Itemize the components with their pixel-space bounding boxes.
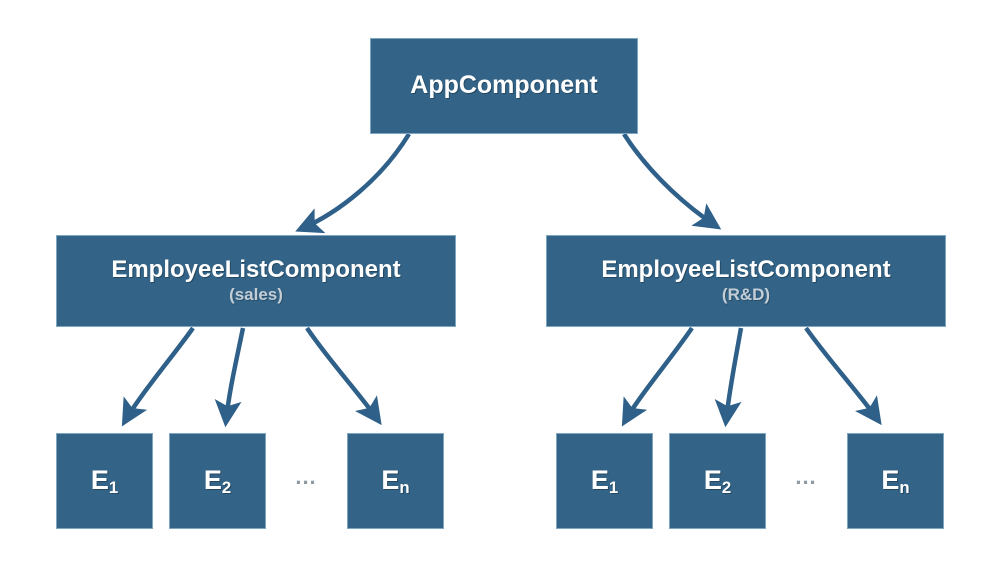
employee-base: E <box>203 465 222 496</box>
node-app-component-label: AppComponent <box>410 71 598 100</box>
edge-app-to-list-sales <box>295 132 411 234</box>
edge-list-rnd-to-leaf-n <box>804 326 882 426</box>
node-employee-list-rnd-subtitle: (R&D) <box>721 285 771 305</box>
node-employee-sales-n-label: En <box>381 465 410 497</box>
employee-base: E <box>590 465 609 496</box>
edge-list-rnd-to-leaf-2 <box>714 327 744 428</box>
node-employee-rnd-n[interactable]: En <box>847 433 944 529</box>
edge-list-rnd-to-leaf-1 <box>621 326 694 427</box>
node-employee-sales-1-label: E1 <box>90 465 119 497</box>
node-employee-list-rnd-label: EmployeeListComponent <box>601 255 891 283</box>
edge-list-sales-to-leaf-1 <box>121 326 195 427</box>
ellipsis-sales: ... <box>295 464 317 489</box>
employee-base: E <box>90 465 109 496</box>
node-employee-rnd-1-label: E1 <box>590 465 619 497</box>
node-employee-list-rnd[interactable]: EmployeeListComponent (R&D) <box>546 235 946 327</box>
node-employee-rnd-2-label: E2 <box>703 465 732 497</box>
employee-index: n <box>899 477 910 497</box>
node-employee-list-sales-subtitle: (sales) <box>229 285 283 305</box>
edge-list-sales-to-leaf-2 <box>214 327 246 428</box>
employee-index: 1 <box>608 477 619 497</box>
node-employee-sales-2[interactable]: E2 <box>169 433 266 529</box>
employee-index: n <box>399 477 410 497</box>
node-employee-sales-n[interactable]: En <box>347 433 444 529</box>
edge-app-to-list-rnd <box>622 132 722 230</box>
employee-base: E <box>881 465 900 496</box>
employee-base: E <box>381 465 400 496</box>
node-employee-sales-1[interactable]: E1 <box>56 433 153 529</box>
edge-list-sales-to-leaf-n <box>305 326 382 426</box>
employee-index: 2 <box>721 477 732 497</box>
ellipsis-rnd: ... <box>795 464 817 489</box>
employee-index: 2 <box>221 477 232 497</box>
node-employee-rnd-n-label: En <box>881 465 910 497</box>
node-employee-rnd-1[interactable]: E1 <box>556 433 653 529</box>
employee-index: 1 <box>108 477 119 497</box>
node-employee-sales-2-label: E2 <box>203 465 232 497</box>
node-employee-rnd-2[interactable]: E2 <box>669 433 766 529</box>
node-employee-list-sales-label: EmployeeListComponent <box>111 255 401 283</box>
employee-base: E <box>703 465 722 496</box>
node-app-component[interactable]: AppComponent <box>370 38 638 134</box>
node-employee-list-sales[interactable]: EmployeeListComponent (sales) <box>56 235 456 327</box>
